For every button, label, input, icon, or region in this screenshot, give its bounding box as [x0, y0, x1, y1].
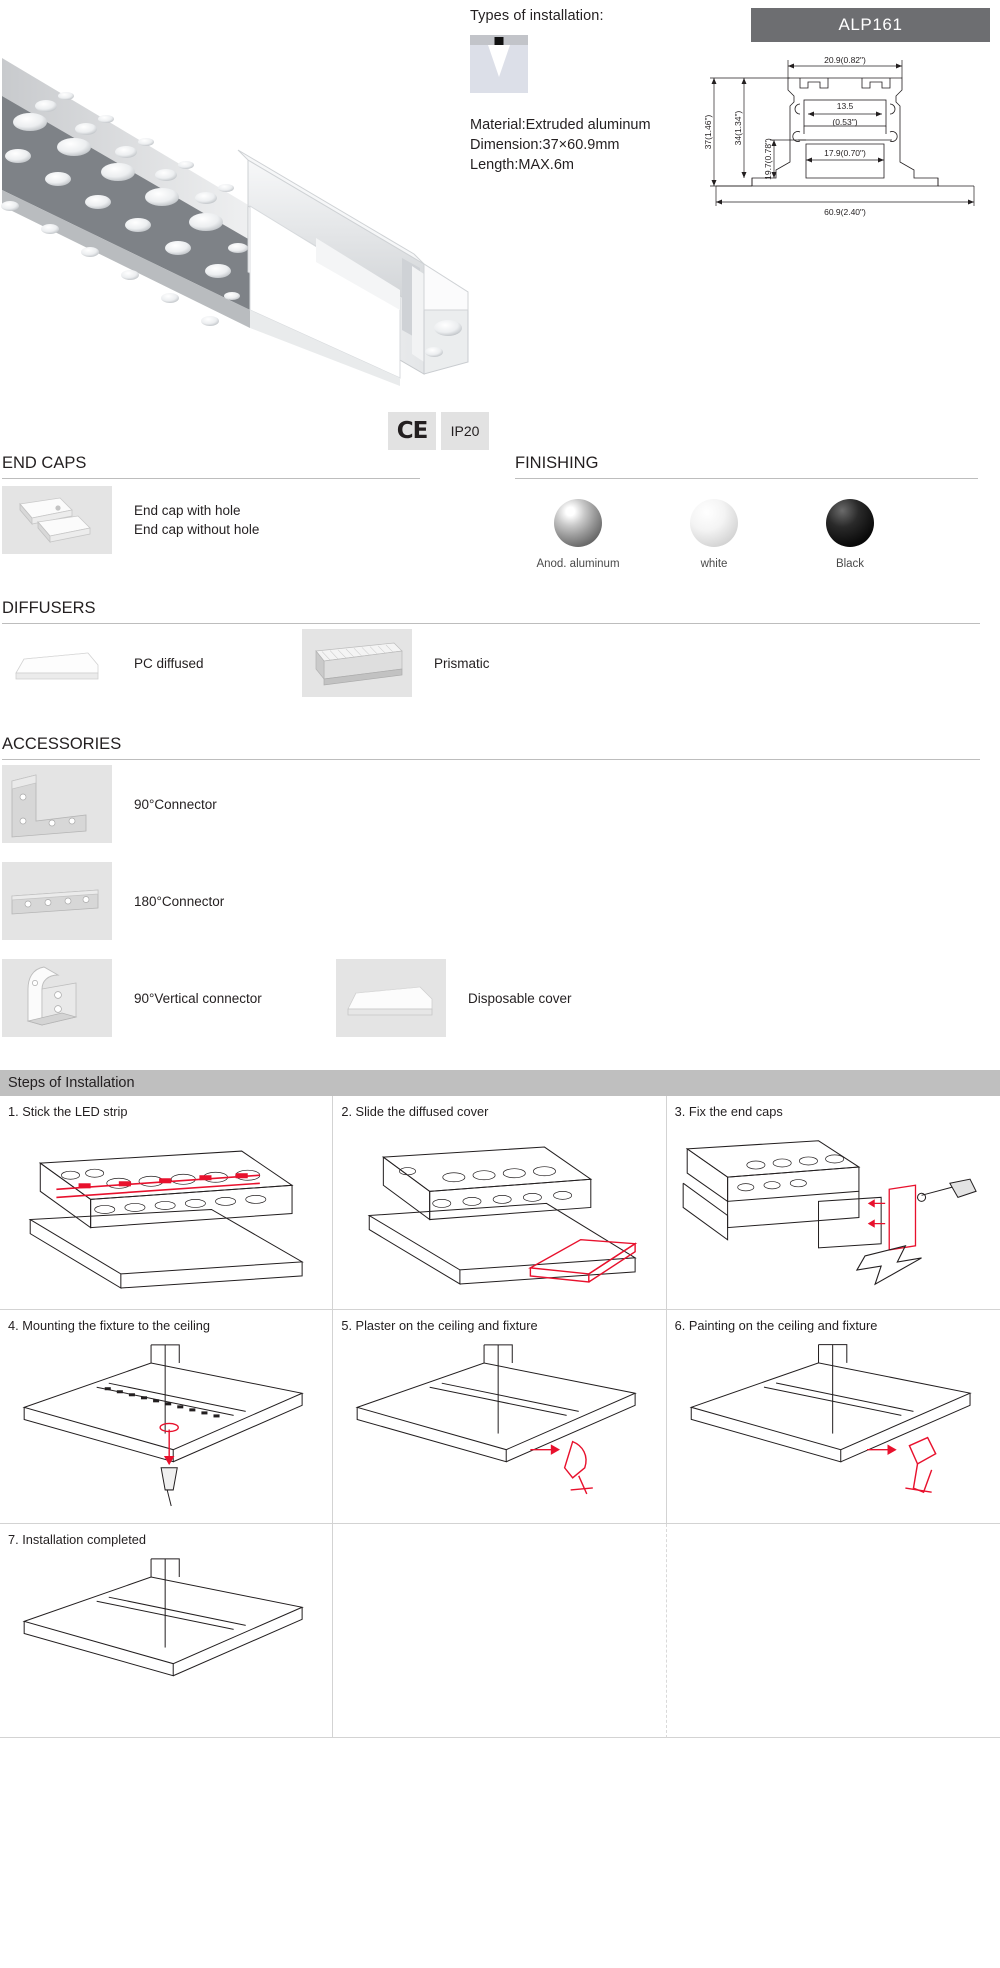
connector-90-label: 90°Connector [134, 796, 217, 812]
finish-swatch-black-icon [826, 499, 874, 547]
dim-height-total: 37(1.46") [703, 114, 713, 149]
install-step-7: 7. Installation completed [0, 1524, 334, 1738]
connector-90-vertical-label: 90°Vertical connector [134, 990, 262, 1006]
endcaps-body: End cap with hole End cap without hole [2, 486, 259, 554]
diffuser-pc-label: PC diffused [134, 655, 204, 671]
install-step-1-label: 1. Stick the LED strip [8, 1104, 128, 1119]
diffuser-pc-thumbnail [2, 629, 112, 697]
accessories-heading: ACCESSORIES [2, 735, 980, 760]
dim-depth-inner: 19.7(0.78") [763, 138, 773, 180]
install-step-7-illustration [0, 1550, 332, 1733]
install-step-4: 4. Mounting the fixture to the ceiling [0, 1310, 334, 1524]
ip20-badge: IP20 [441, 412, 489, 450]
diffuser-item-pc: PC diffused [2, 629, 302, 697]
install-step-1-illustration [0, 1122, 332, 1305]
accessory-item-90-connector: 90°Connector [2, 765, 980, 843]
finish-swatch-white-icon [690, 499, 738, 547]
endcap-labels: End cap with hole End cap without hole [134, 501, 259, 539]
connector-90-thumbnail [2, 765, 112, 843]
finish-option-black: Black [805, 499, 895, 570]
disposable-cover-label: Disposable cover [468, 990, 572, 1006]
install-step-6-label: 6. Painting on the ceiling and fixture [674, 1318, 878, 1333]
dim-inner-width-value: 13.5 [837, 101, 854, 111]
install-step-empty-2 [666, 1524, 1000, 1738]
endcaps-heading: END CAPS [2, 454, 420, 479]
install-step-5-label: 5. Plaster on the ceiling and fixture [341, 1318, 538, 1333]
install-step-5: 5. Plaster on the ceiling and fixture [333, 1310, 667, 1524]
install-step-3: 3. Fix the end caps [666, 1096, 1000, 1310]
product-3d-render [0, 10, 470, 410]
endcap-without-hole-label: End cap without hole [134, 522, 260, 537]
recessed-ceiling-icon [470, 35, 528, 93]
dim-bottom-width: 60.9(2.40") [824, 207, 866, 217]
specs-block: Material:Extruded aluminum Dimension:37×… [470, 115, 690, 175]
dim-inner-width-inch: (0.53") [832, 117, 857, 127]
product-hero-section: Types of installation: Material:Extruded… [0, 0, 1000, 452]
accessory-row-vertical-and-cover: 90°Vertical connector Disposable cover [2, 959, 980, 1037]
diffuser-prismatic-thumbnail [302, 629, 412, 697]
installation-steps-grid: 1. Stick the LED strip [0, 1096, 1000, 1738]
connector-90-vertical-thumbnail [2, 959, 112, 1037]
install-step-2: 2. Slide the diffused cover [333, 1096, 667, 1310]
finish-label-white: white [700, 558, 728, 570]
diffusers-row: DIFFUSERS PC diffused [0, 599, 1000, 735]
finishing-block: FINISHING Anod. aluminum white Black [515, 454, 978, 570]
diffuser-item-prismatic: Prismatic [302, 629, 602, 697]
endcaps-finishing-row: END CAPS End cap with hole End cap witho… [0, 454, 1000, 599]
install-step-3-illustration [667, 1122, 1000, 1305]
product-code-title: ALP161 [751, 8, 990, 42]
spec-length: Length:MAX.6m [470, 157, 574, 173]
dim-height-body: 34(1.34") [733, 110, 743, 145]
install-step-empty-1 [333, 1524, 667, 1738]
finish-label-black: Black [835, 558, 865, 570]
certification-badges: CE IP20 [388, 412, 489, 450]
endcap-with-hole-label: End cap with hole [134, 503, 241, 518]
dim-top-width: 20.9(0.82") [824, 55, 866, 65]
finish-option-anodized: Anod. aluminum [533, 499, 623, 570]
finish-label-anodized: Anod. aluminum [536, 558, 620, 570]
connector-180-thumbnail [2, 862, 112, 940]
diffusers-heading: DIFFUSERS [2, 599, 980, 624]
install-step-4-label: 4. Mounting the fixture to the ceiling [8, 1318, 211, 1333]
install-step-3-label: 3. Fix the end caps [674, 1104, 783, 1119]
ce-badge: CE [388, 412, 436, 450]
spec-material: Material:Extruded aluminum [470, 117, 651, 133]
technical-drawing: 20.9(0.82") 13.5 (0.53") 17.9(0.70") 60.… [700, 52, 990, 227]
connector-180-label: 180°Connector [134, 893, 225, 909]
install-step-7-label: 7. Installation completed [8, 1532, 147, 1547]
install-step-2-illustration [333, 1122, 665, 1305]
installation-types-block: Types of installation: Material:Extruded… [470, 8, 690, 175]
finishing-heading: FINISHING [515, 454, 978, 479]
accessories-row: ACCESSORIES 90°Connector [0, 735, 1000, 1070]
disposable-cover-thumbnail [336, 959, 446, 1037]
install-step-2-label: 2. Slide the diffused cover [341, 1104, 489, 1119]
install-step-1: 1. Stick the LED strip [0, 1096, 334, 1310]
install-step-6: 6. Painting on the ceiling and fixture [666, 1310, 1000, 1524]
install-step-5-illustration [333, 1336, 665, 1519]
dim-width-inner: 17.9(0.70") [824, 148, 866, 158]
diffuser-prismatic-label: Prismatic [434, 655, 490, 671]
accessory-item-180-connector: 180°Connector [2, 862, 980, 940]
finish-swatch-anodized-icon [554, 499, 602, 547]
install-step-6-illustration [667, 1336, 1000, 1519]
spec-dimension: Dimension:37×60.9mm [470, 137, 620, 153]
steps-heading: Steps of Installation [0, 1070, 1000, 1096]
diffusers-body: PC diffused Prismatic [2, 629, 602, 697]
install-step-4-illustration [0, 1336, 332, 1519]
endcap-thumbnail [2, 486, 112, 554]
installation-types-title: Types of installation: [470, 8, 604, 24]
finish-option-white: white [669, 499, 759, 570]
